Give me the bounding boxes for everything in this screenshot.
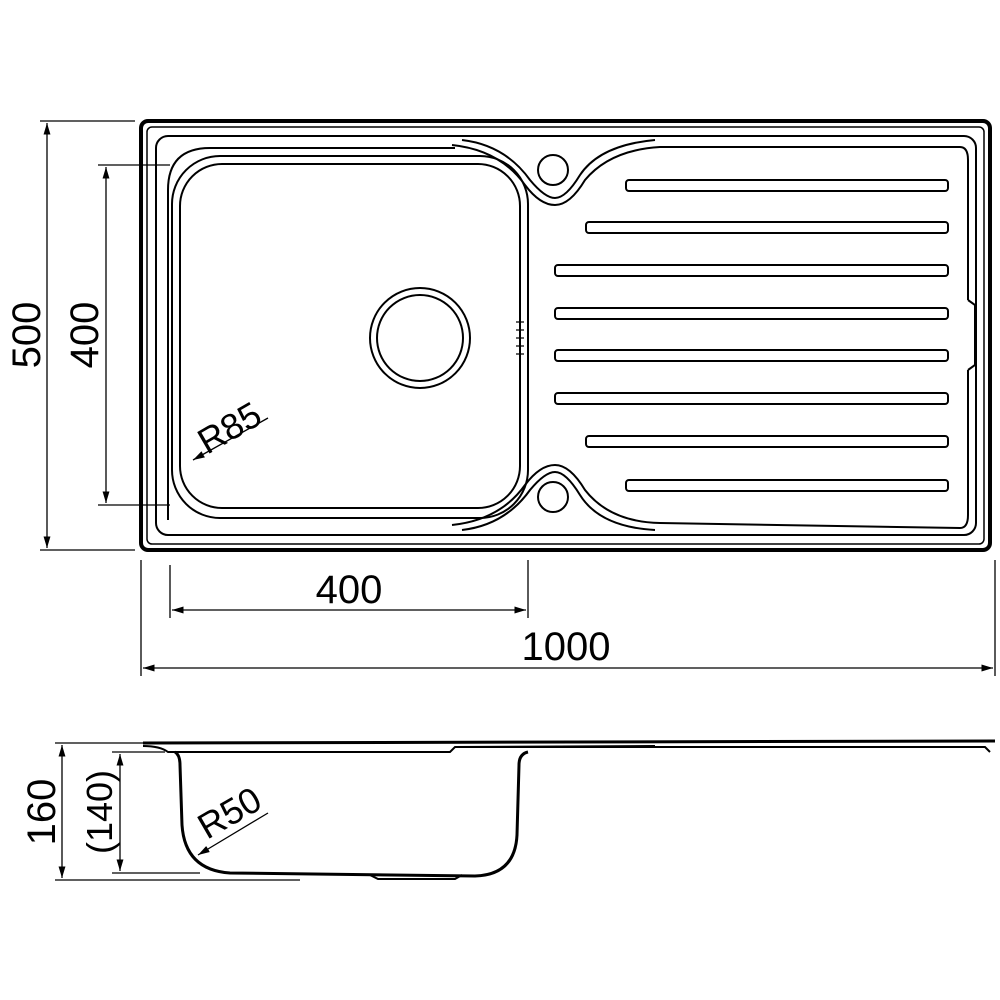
bowl-inner — [179, 163, 521, 509]
drainer-groove — [625, 179, 949, 192]
sink-inner-deck — [155, 135, 977, 536]
side-drain-bottom — [369, 874, 463, 880]
drainer-edge-notch — [967, 299, 976, 371]
r50-leader — [197, 812, 269, 856]
bowl-width-label: 400 — [316, 568, 383, 612]
bowl-surround — [167, 147, 455, 520]
overall-depth-label: 160 — [20, 779, 64, 846]
drainer-groove — [585, 435, 949, 448]
drainer-groove — [554, 349, 949, 362]
drainer-divider-top — [451, 144, 969, 300]
side-rim-under — [142, 745, 991, 753]
bowl-height-label: 400 — [63, 302, 107, 369]
side-view: R50 — [142, 739, 996, 880]
overall-width-label: 1000 — [522, 625, 611, 669]
drain-inner — [376, 294, 464, 382]
side-rim-top — [142, 739, 996, 745]
side-drainer-edge — [454, 745, 656, 748]
overflow-marks — [516, 321, 524, 355]
drainer-divider-top-inner — [461, 139, 656, 200]
bowl-depth-label: (140) — [79, 770, 120, 854]
r85-leader — [192, 417, 269, 461]
drainer-groove — [585, 221, 949, 234]
drainer-groove — [554, 392, 949, 405]
top-view: R85 — [139, 119, 992, 552]
drainer-divider-bottom-inner — [461, 470, 656, 531]
drainer-grooves — [554, 179, 949, 492]
drainer-groove — [625, 479, 949, 492]
side-bowl-profile — [174, 750, 529, 878]
overall-height-label: 500 — [5, 302, 49, 369]
tap-hole-top — [537, 154, 569, 186]
sink-rim — [146, 126, 985, 545]
drainer-divider-bottom — [451, 370, 969, 530]
side-view-dimensions: 160 (140) — [20, 742, 300, 881]
drainer-groove — [554, 264, 949, 277]
bowl-radius-label: R85 — [191, 393, 269, 462]
drain-outer — [369, 287, 471, 389]
sink-outer-edge — [139, 119, 992, 552]
drainer-groove — [554, 307, 949, 320]
bowl-outer — [171, 155, 529, 519]
top-view-dimensions: 500 400 400 1000 — [5, 120, 996, 676]
tap-hole-bottom — [537, 481, 569, 513]
